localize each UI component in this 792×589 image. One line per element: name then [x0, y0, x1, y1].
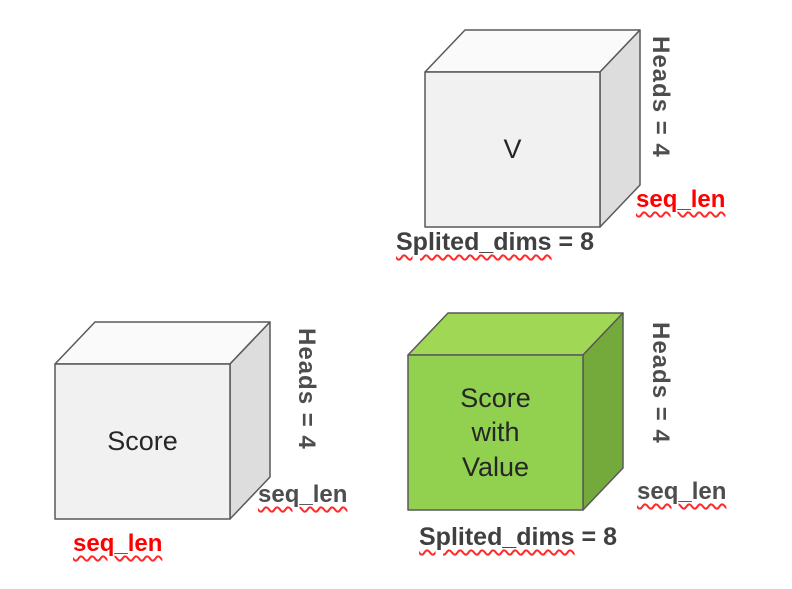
score-with-value-heads-label: Heads = 4 [647, 322, 674, 444]
score-heads-label: Heads = 4 [293, 328, 320, 450]
score-with-value-dims-word: Splited_dims [419, 523, 575, 551]
score-seq-len-side-label: seq_len [258, 481, 348, 508]
score-with-value-seq-len-label: seq_len [637, 478, 727, 505]
v-dims-word: Splited_dims [396, 228, 552, 256]
v-cube [424, 29, 641, 228]
score-with-value-cube [407, 312, 624, 511]
score-seq-len-bottom-label: seq_len [73, 530, 163, 557]
score-with-value-cube-front-face [407, 354, 584, 511]
score-with-value-dims-rest: = 8 [574, 523, 617, 551]
v-cube-front-face [424, 71, 601, 228]
score-with-value-dims-label: Splited_dims = 8 [419, 523, 617, 552]
v-dims-label: Splited_dims = 8 [396, 228, 594, 257]
v-dims-rest: = 8 [551, 228, 594, 256]
v-heads-label: Heads = 4 [647, 36, 674, 158]
score-cube-front-face [54, 363, 231, 520]
score-cube [54, 321, 271, 520]
v-seq-len-label: seq_len [636, 186, 726, 213]
